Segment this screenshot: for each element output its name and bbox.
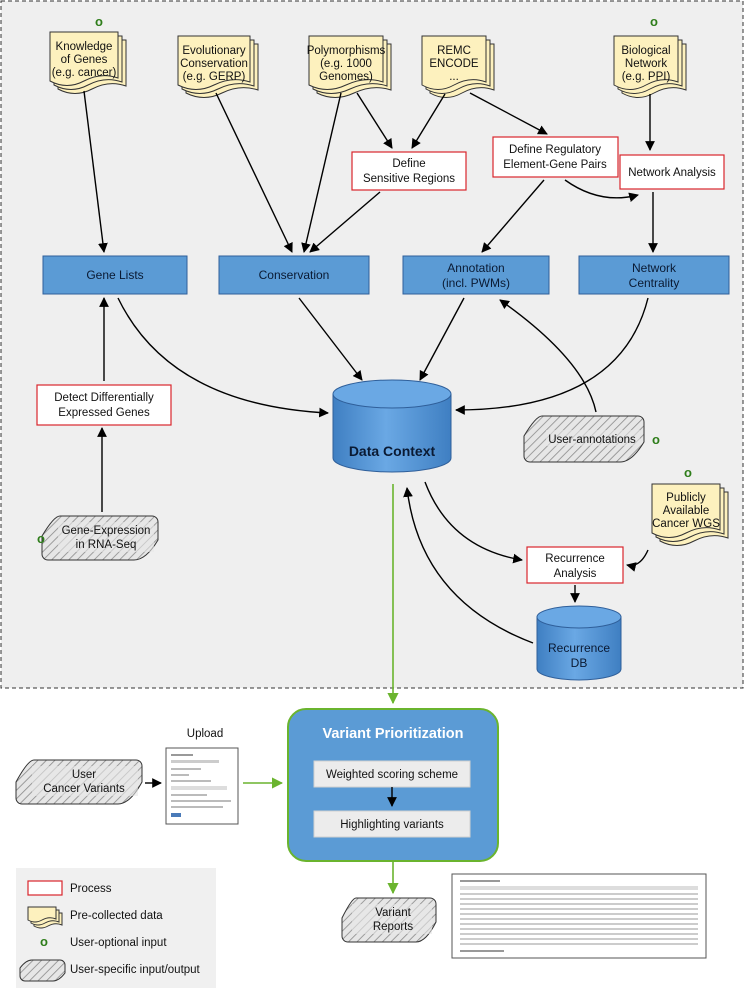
scoring-step: Weighted scoring scheme bbox=[326, 769, 458, 781]
resource-annotation: Annotation(incl. PWMs) bbox=[402, 255, 550, 295]
upload-label: Upload bbox=[187, 728, 223, 740]
legend-user-specific-label: User-specific input/output bbox=[70, 964, 201, 976]
variant-prioritization-box: Variant Prioritization Weighted scoring … bbox=[287, 708, 499, 862]
resource-gene-lists: Gene Lists bbox=[42, 255, 188, 295]
highlighting-step: Highlighting variants bbox=[340, 819, 444, 831]
process-network-analysis: Network Analysis bbox=[619, 154, 725, 190]
legend-optional-marker: o bbox=[40, 934, 48, 949]
optional-marker: o bbox=[652, 432, 660, 447]
optional-marker: o bbox=[650, 14, 658, 29]
upload-form-thumbnail bbox=[165, 747, 239, 825]
legend-precollected-label: Pre-collected data bbox=[70, 910, 163, 922]
legend: Process Pre-collected data o User-option… bbox=[16, 868, 216, 988]
svg-text:Data Context: Data Context bbox=[349, 443, 436, 459]
legend-optional-label: User-optional input bbox=[70, 937, 167, 949]
legend-process-label: Process bbox=[70, 883, 112, 895]
optional-marker: o bbox=[95, 14, 103, 29]
optional-marker: o bbox=[37, 531, 45, 546]
flow-arrows bbox=[83, 90, 658, 788]
resource-conservation: Conservation bbox=[218, 255, 370, 295]
optional-marker: o bbox=[684, 465, 692, 480]
legend-process-swatch bbox=[27, 880, 63, 896]
data-context-database: Data Context bbox=[332, 379, 452, 473]
svg-text:Annotation(incl. PWMs): Annotation(incl. PWMs) bbox=[442, 261, 510, 290]
svg-text:Gene Lists: Gene Lists bbox=[86, 268, 143, 282]
report-table-thumbnail bbox=[451, 873, 707, 959]
context-panel bbox=[0, 0, 744, 689]
user-annotations-input: User-annotations bbox=[523, 415, 645, 463]
svg-text:User-annotations: User-annotations bbox=[548, 434, 636, 446]
svg-text:Network Analysis: Network Analysis bbox=[628, 167, 716, 179]
prioritization-title: Variant Prioritization bbox=[323, 726, 464, 742]
green-flow-arrows bbox=[243, 484, 399, 895]
svg-text:Conservation: Conservation bbox=[259, 268, 330, 282]
